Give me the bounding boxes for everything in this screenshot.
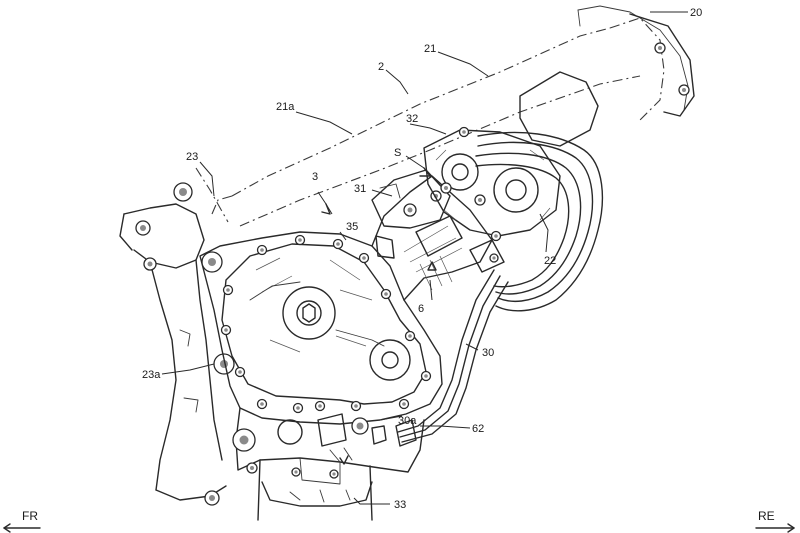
label-6: 6 [418,303,424,315]
label-20: 20 [690,7,702,19]
main-frame [211,5,689,227]
side-cover [221,243,427,405]
oil-pan [261,481,373,507]
label-22: 22 [544,255,556,267]
label-62: 62 [472,423,484,435]
label-32: 32 [406,113,418,125]
cover-bolts [201,234,432,414]
label-23: 23 [186,151,198,163]
throttle-body [371,169,463,257]
exhaust-pipes [397,131,603,443]
indicator-arrows [321,167,437,465]
rear-mount-pad [519,71,599,147]
label-31: 31 [354,183,366,195]
front-frame-bracket [119,167,235,506]
crankcase-lower-details [232,413,387,479]
direction-front: FR [3,509,41,533]
rear-frame-bracket [629,13,695,117]
label-30: 30 [482,347,494,359]
label-33: 33 [394,499,406,511]
oil-filter-sensor [395,419,417,447]
direction-rear-label: RE [758,509,775,523]
label-23a: 23a [142,369,161,381]
label-35: 35 [346,221,358,233]
direction-front-label: FR [22,509,38,523]
label-3: 3 [312,171,318,183]
direction-rear: RE [755,509,795,533]
label-S: S [394,147,401,159]
leader-lines [161,11,688,505]
engine-crankcase [199,231,443,521]
label-21: 21 [424,43,436,55]
cylinder-block [371,175,493,301]
label-30a: 30a [398,415,417,427]
label-21a: 21a [276,101,295,113]
label-2: 2 [378,61,384,73]
